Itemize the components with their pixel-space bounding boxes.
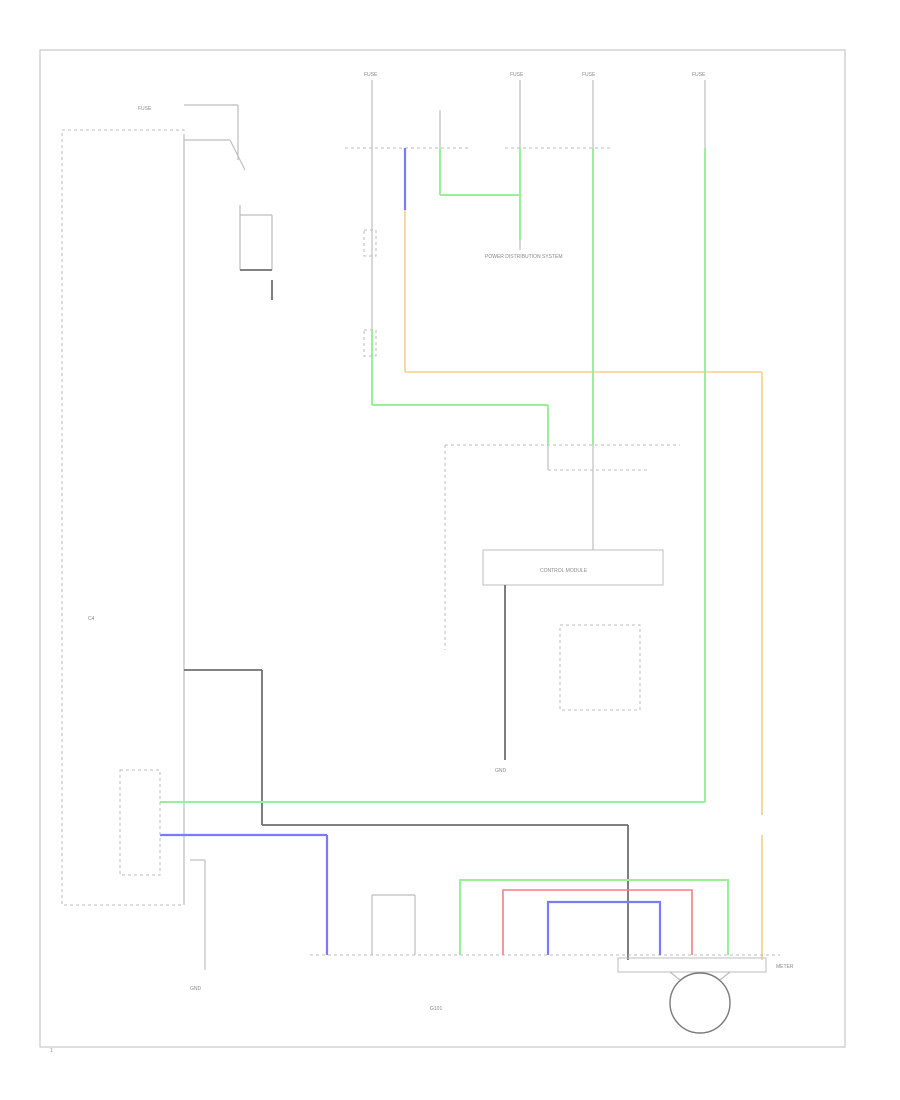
component-right bbox=[559, 624, 641, 711]
diagram-frame bbox=[39, 49, 846, 1048]
meter-box bbox=[617, 957, 767, 973]
connector-left-label: C4 bbox=[88, 616, 95, 622]
left-module-box bbox=[61, 129, 185, 906]
meter-circle bbox=[669, 972, 731, 1034]
ground-mid-label: GND bbox=[495, 768, 507, 774]
control-module-label: CONTROL MODULE bbox=[540, 568, 588, 574]
left-sensor-box bbox=[119, 769, 161, 876]
fuse-group-top bbox=[371, 80, 706, 148]
control-module-box bbox=[482, 549, 664, 586]
relay-1 bbox=[363, 229, 377, 257]
fuse-label-3: FUSE bbox=[582, 72, 596, 78]
power-distribution-label: POWER DISTRIBUTION SYSTEM bbox=[485, 254, 563, 260]
fuse-label-4: FUSE bbox=[692, 72, 706, 78]
page-marker: 1 bbox=[50, 1048, 53, 1054]
relay-2 bbox=[363, 329, 377, 357]
fuse-label-1: FUSE bbox=[364, 72, 378, 78]
fuse-label-top-left: FUSE bbox=[138, 106, 152, 112]
node-label: G101 bbox=[430, 1006, 442, 1012]
meter-label: METER bbox=[776, 964, 794, 970]
ground-left-label: GND bbox=[190, 986, 202, 992]
fuse-label-2: FUSE bbox=[510, 72, 524, 78]
